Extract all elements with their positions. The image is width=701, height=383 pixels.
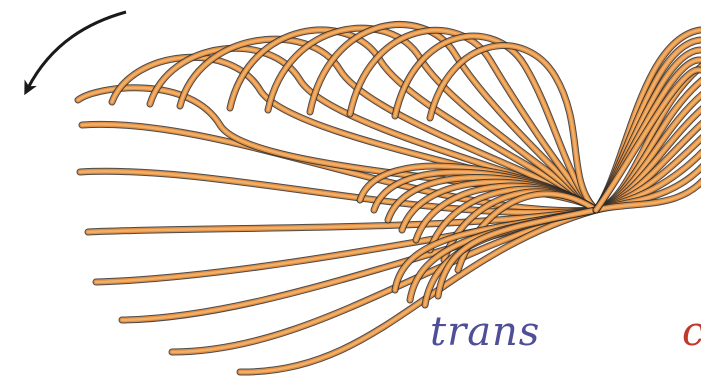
right-strand-bundle: [596, 30, 701, 210]
trans-label: trans: [430, 312, 540, 352]
partial-label: c: [682, 312, 701, 352]
rotation-arrow-icon: [28, 12, 126, 88]
